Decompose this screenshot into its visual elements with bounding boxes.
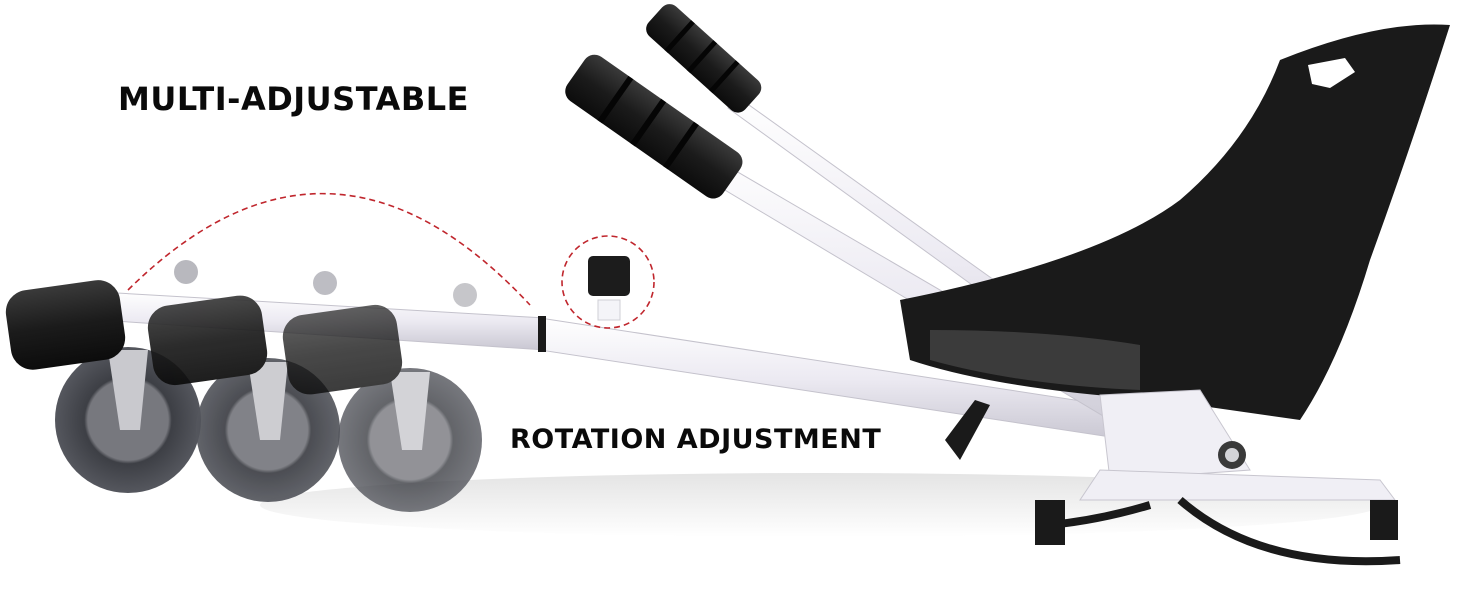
wheel-position-3 xyxy=(282,283,482,512)
seat-handle-hole xyxy=(1308,58,1355,88)
knob-callout-circle xyxy=(561,235,655,329)
front-foot xyxy=(945,400,990,460)
multi-adjustable-label: MULTI-ADJUSTABLE xyxy=(118,80,469,118)
strap-clip-right xyxy=(1370,500,1398,540)
adjust-arc xyxy=(127,192,531,306)
grip-rear xyxy=(646,4,762,113)
rotation-adjustment-label: ROTATION ADJUSTMENT xyxy=(510,424,882,455)
wheel-position-2 xyxy=(147,271,340,502)
adjust-knob-icon xyxy=(588,256,630,296)
tube-collar xyxy=(538,316,546,352)
knob-stem xyxy=(597,299,621,321)
strap-clip-left xyxy=(1035,500,1065,545)
seat-base xyxy=(930,330,1140,390)
wheel-position-1 xyxy=(5,260,201,493)
seat xyxy=(900,24,1450,420)
rear-bracket xyxy=(1099,389,1251,481)
foot-plate xyxy=(1079,469,1396,501)
grip-front xyxy=(565,54,743,199)
pivot-bolt-center xyxy=(1225,448,1239,462)
